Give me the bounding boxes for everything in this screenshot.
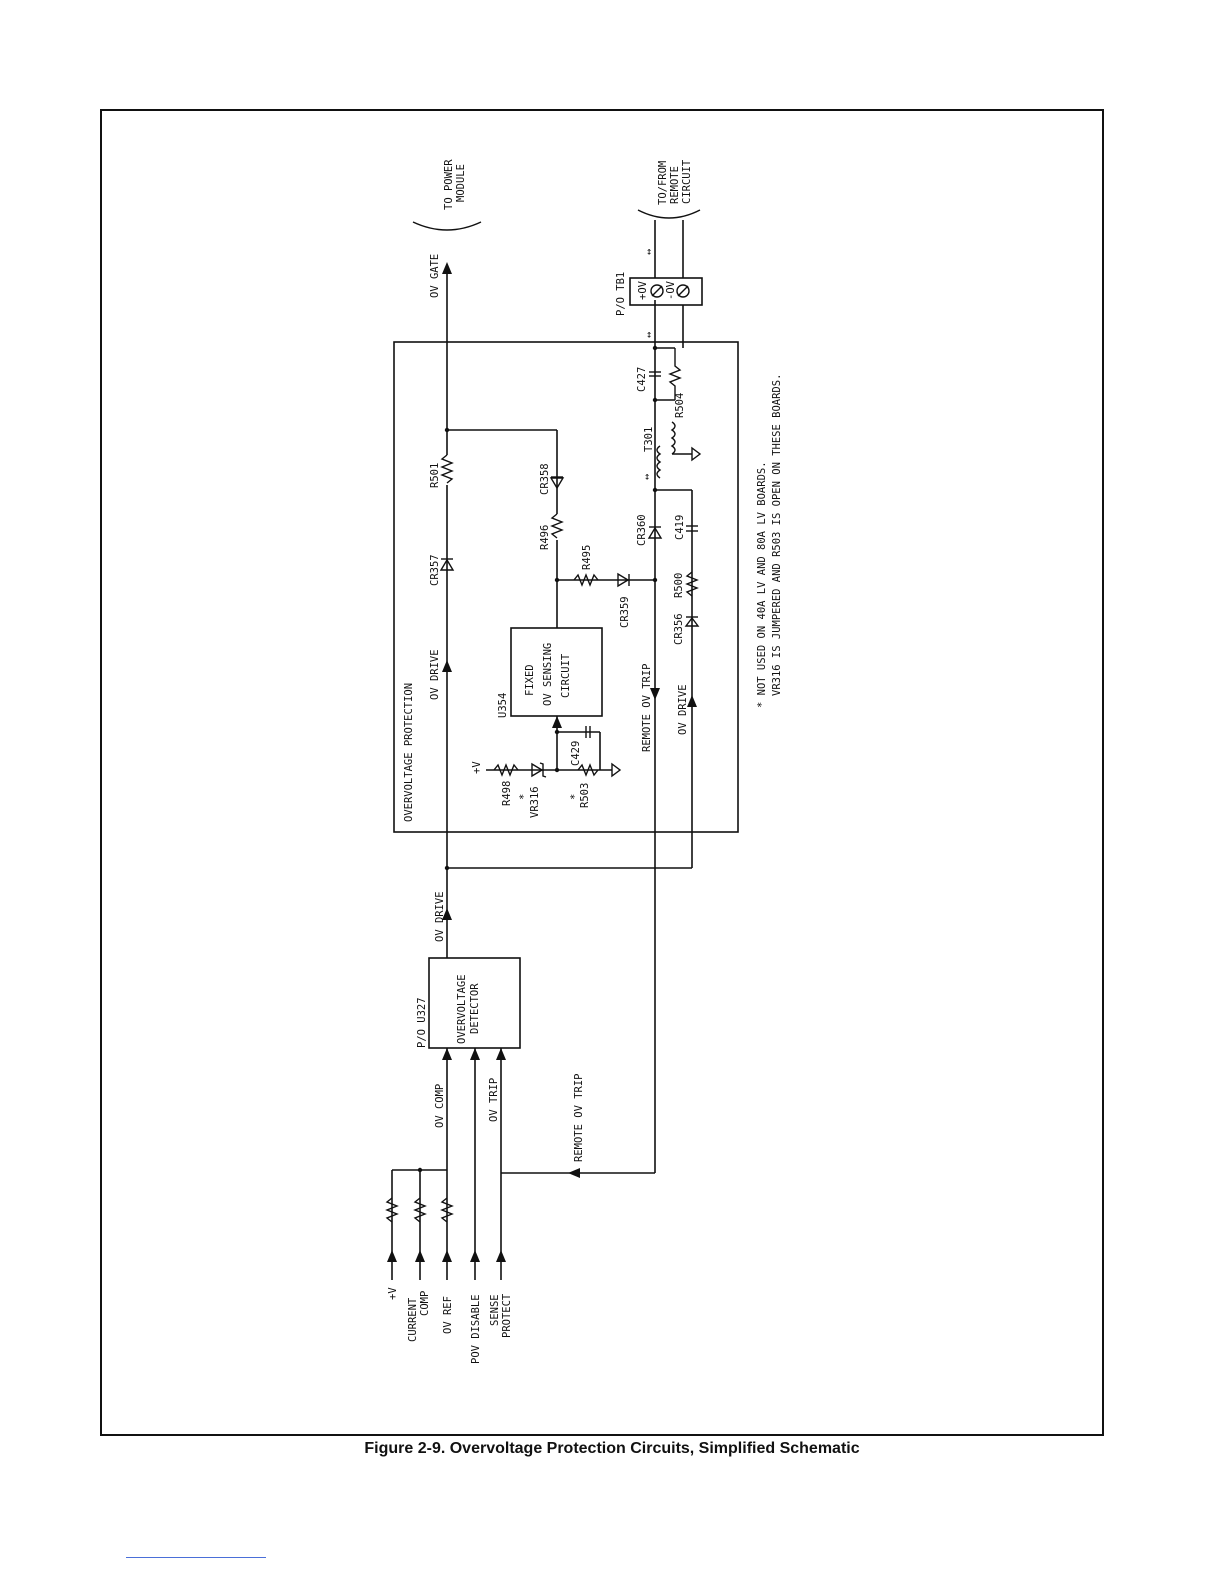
cr357-label: CR357 — [429, 554, 441, 586]
ov-trip-label: OV TRIP — [488, 1078, 500, 1122]
protection-title: OVERVOLTAGE PROTECTION — [403, 683, 415, 822]
input-resistor-1 — [385, 1197, 399, 1223]
note-line-2: VR316 IS JUMPERED AND R503 IS OPEN ON TH… — [771, 374, 783, 696]
input-resistor-3 — [440, 1197, 454, 1223]
vr316-star: * — [518, 794, 530, 800]
minus-ov-label: -OV — [665, 280, 677, 300]
overvoltage-detector-block: P/O U327 OVERVOLTAGE DETECTOR OV DRIVE — [416, 265, 521, 1049]
r503-resistor — [577, 763, 599, 777]
sensing-ref-label: U354 — [497, 693, 509, 718]
remote-circuit-label-2: REMOTE — [669, 166, 681, 204]
c419-label: C419 — [674, 515, 686, 540]
cr356-label: CR356 — [673, 613, 685, 645]
power-module-label-2: MODULE — [455, 164, 467, 202]
vr316-label: VR316 — [529, 786, 541, 818]
note-line-1: * NOT USED ON 40A LV AND 80A LV BOARDS. — [756, 461, 768, 708]
plus-ov-label: +OV — [637, 280, 649, 300]
footer-rule — [126, 1557, 266, 1558]
r495-label: R495 — [581, 545, 593, 570]
r504-label: R504 — [674, 393, 686, 418]
t301-arrow: ↔ — [641, 474, 653, 480]
r498-resistor — [493, 763, 519, 777]
r504-resistor — [668, 348, 682, 400]
input-resistor-2 — [413, 1197, 427, 1223]
svg-text:↔: ↔ — [643, 249, 655, 255]
figure-caption: Figure 2-9. Overvoltage Protection Circu… — [364, 1440, 860, 1457]
schematic-frame — [100, 109, 1104, 1436]
sense-protect-input-label-2: PROTECT — [501, 1293, 513, 1338]
detector-label-line2: DETECTOR — [469, 983, 481, 1034]
plus-v-input-label: +V — [387, 1287, 399, 1300]
t301-label: T301 — [643, 427, 655, 452]
r496-resistor — [550, 513, 564, 539]
current-comp-input-label-2: COMP — [419, 1291, 431, 1316]
power-module-label-1: TO POWER — [443, 159, 455, 210]
r500-label: R500 — [673, 573, 685, 598]
vr316-zener — [531, 762, 544, 778]
ov-ref-input-label: OV REF — [442, 1296, 454, 1334]
t301-primary — [656, 445, 662, 479]
ov-gate-label: OV GATE — [429, 254, 441, 298]
ov-drive-label-right: OV DRIVE — [677, 684, 689, 735]
plus-v-small-label: +V — [471, 761, 483, 774]
sensing-label-line3: CIRCUIT — [560, 653, 572, 698]
ov-comp-label: OV COMP — [434, 1084, 446, 1128]
r498-label: R498 — [501, 781, 513, 806]
ground-symbol — [611, 762, 622, 778]
sense-protect-input-label: SENSE — [489, 1294, 501, 1326]
cr360-label: CR360 — [636, 514, 648, 546]
remote-ov-trip-label: REMOTE OV TRIP — [573, 1073, 585, 1162]
terminal-block-tb1: P/O TB1 +OV -OV ↔ ↔ — [615, 220, 703, 348]
remote-ov-trip-label-upper: REMOTE OV TRIP — [641, 663, 653, 752]
overvoltage-protection-block: OVERVOLTAGE PROTECTION OV DRIVE CR357 R5… — [393, 300, 739, 833]
r501-resistor — [440, 454, 454, 484]
remote-circuit-label-1: TO/FROM — [657, 161, 669, 205]
remote-circuit-label-3: CIRCUIT — [681, 159, 693, 204]
r503-label: R503 — [579, 783, 591, 808]
ov-drive-label-upper: OV DRIVE — [429, 649, 441, 700]
cr359-diode — [617, 572, 630, 588]
r495-resistor — [573, 573, 599, 587]
cr358-label: CR358 — [539, 463, 551, 495]
remote-circuit-destination: TO/FROM REMOTE CIRCUIT — [637, 159, 701, 219]
cr359-label: CR359 — [619, 596, 631, 628]
input-section: +V CURRENT COMP OV REF POV DISABLE SENSE… — [385, 1048, 513, 1364]
t301-secondary — [670, 421, 676, 455]
sensing-label-line1: FIXED — [524, 664, 536, 696]
ov-drive-label-lower: OV DRIVE — [434, 891, 446, 942]
detector-label-line1: OVERVOLTAGE — [456, 974, 468, 1044]
svg-text:↔: ↔ — [643, 332, 655, 338]
tb1-label: P/O TB1 — [615, 272, 627, 316]
remote-ov-trip-path: REMOTE OV TRIP — [501, 580, 656, 1178]
cr357-diode — [439, 558, 455, 571]
sensing-label-line2: OV SENSING — [542, 643, 554, 706]
r503-star: * — [569, 794, 581, 800]
r501-label: R501 — [429, 463, 441, 488]
detector-ref-label: P/O U327 — [416, 997, 428, 1048]
ov-gate-output: OV GATE TO POWER MODULE — [412, 159, 482, 298]
pov-disable-input-label: POV DISABLE — [470, 1294, 482, 1364]
c427-label: C427 — [636, 367, 648, 392]
c429-label: C429 — [570, 741, 582, 766]
r496-label: R496 — [539, 525, 551, 550]
cr356-diode — [684, 616, 700, 627]
cr358-diode — [549, 477, 565, 490]
r500-resistor — [685, 571, 699, 597]
current-comp-input-label: CURRENT — [407, 1297, 419, 1342]
